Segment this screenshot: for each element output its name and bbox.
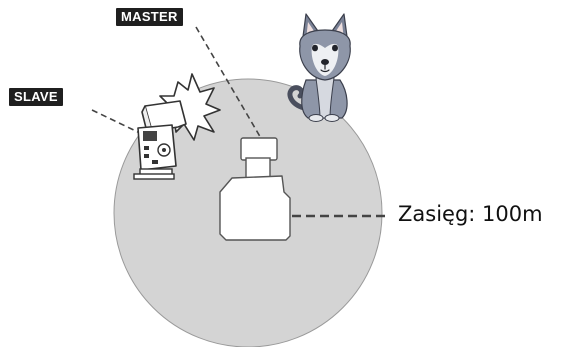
dog-icon <box>287 13 351 122</box>
slave-leader-line <box>91 109 143 135</box>
range-label: Zasięg: 100m <box>398 202 543 226</box>
camera-with-flash-icon <box>219 137 291 241</box>
master-leader-line <box>195 26 263 141</box>
flash-unit-icon <box>133 100 187 180</box>
master-label: MASTER <box>116 8 183 26</box>
slave-label: SLAVE <box>9 88 63 106</box>
